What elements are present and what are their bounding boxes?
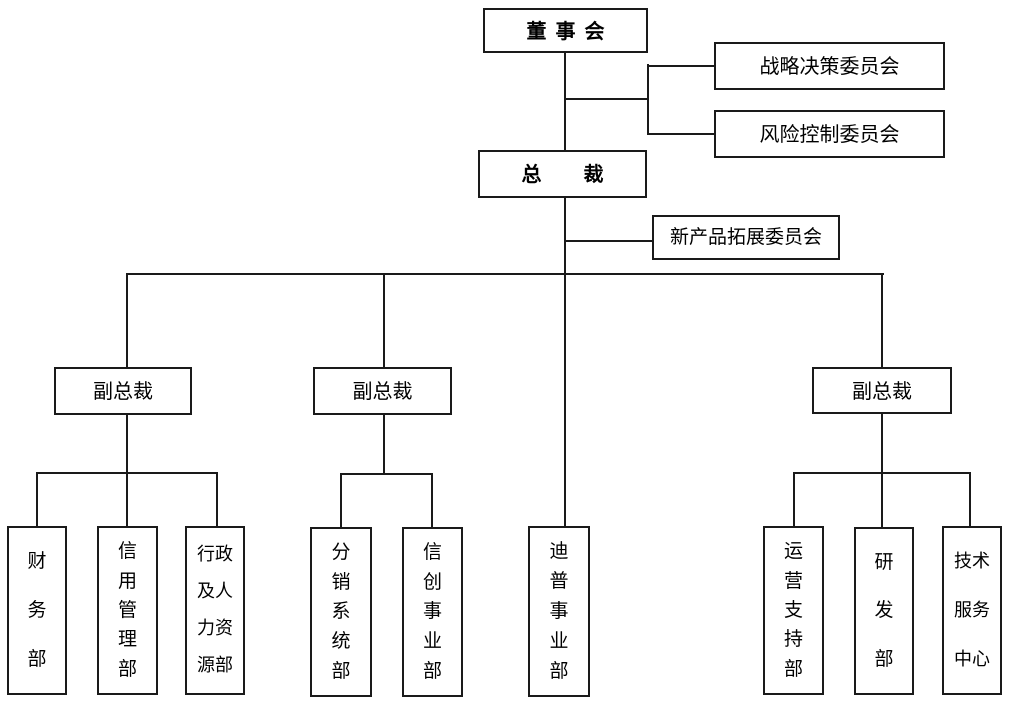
vertical-label-row: 分 <box>331 541 351 564</box>
node-finance: 财务部 <box>7 526 67 695</box>
node-vp-middle-label: 副总裁 <box>352 379 413 403</box>
connector-line <box>36 472 38 526</box>
vertical-label-row: 部 <box>549 659 569 682</box>
connector-line <box>647 133 714 135</box>
connector-line <box>881 414 883 473</box>
connector-line <box>647 64 649 135</box>
node-dipu-business: 迪普事业部 <box>528 526 590 697</box>
vertical-label-row: 技术 <box>954 550 990 572</box>
connector-line <box>340 473 433 475</box>
node-tech-service-center: 技术服务中心 <box>942 526 1002 695</box>
connector-line <box>126 472 128 526</box>
node-risk-committee-label: 风险控制委员会 <box>759 122 900 146</box>
vertical-label-row: 源部 <box>197 654 233 676</box>
node-new-product-committee: 新产品拓展委员会 <box>652 215 840 260</box>
node-admin-hr: 行政及人力资源部 <box>185 526 245 695</box>
node-vp-left: 副总裁 <box>54 367 192 415</box>
node-vp-left-label: 副总裁 <box>93 379 153 403</box>
node-president: 总裁 <box>478 150 647 198</box>
node-board-label: 董事会 <box>526 18 614 43</box>
node-strategic-committee-label: 战略决策委员会 <box>759 54 900 78</box>
vertical-label-row: 信 <box>117 540 137 563</box>
connector-line <box>126 273 128 367</box>
connector-line <box>647 65 714 67</box>
vertical-label-row: 发 <box>874 599 894 622</box>
node-distribution-system: 分销系统部 <box>310 527 372 697</box>
vertical-label-row: 统 <box>331 630 351 653</box>
connector-line <box>564 98 648 100</box>
connector-line <box>340 473 342 527</box>
vertical-label-row: 部 <box>117 657 137 680</box>
vertical-label-row: 迪 <box>549 540 569 563</box>
vertical-label-row: 运 <box>783 540 803 563</box>
node-operations-support: 运营支持部 <box>763 526 824 695</box>
vertical-label-row: 理 <box>117 628 137 651</box>
vertical-label-row: 用 <box>117 569 137 592</box>
vertical-label-row: 普 <box>549 570 569 593</box>
vertical-label-row: 事 <box>422 600 442 623</box>
connector-line <box>564 196 566 526</box>
connector-line <box>969 472 971 526</box>
vertical-label-row: 部 <box>331 659 351 682</box>
vertical-label-row: 创 <box>422 570 442 593</box>
node-vp-right: 副总裁 <box>812 367 952 414</box>
node-risk-committee: 风险控制委员会 <box>714 110 945 158</box>
vertical-label-row: 部 <box>783 657 803 680</box>
vertical-label-row: 支 <box>783 598 803 621</box>
node-president-label: 总裁 <box>521 162 646 186</box>
vertical-label-row: 事 <box>549 599 569 622</box>
vertical-label-row: 务 <box>27 599 47 621</box>
vertical-label-row: 业 <box>549 629 569 652</box>
connector-line <box>881 472 883 527</box>
connector-line <box>564 240 652 242</box>
vertical-label-row: 研 <box>874 550 894 573</box>
vertical-label-row: 中心 <box>954 648 990 670</box>
connector-line <box>126 273 884 275</box>
node-new-product-committee-label: 新产品拓展委员会 <box>669 226 822 248</box>
vertical-label-row: 业 <box>422 630 442 653</box>
vertical-label-row: 部 <box>422 659 442 682</box>
node-rnd: 研发部 <box>854 527 914 695</box>
vertical-label-row: 部 <box>27 648 47 670</box>
vertical-label-row: 力资 <box>197 617 233 639</box>
vertical-label-row: 行政 <box>197 544 233 566</box>
node-board: 董事会 <box>483 8 648 53</box>
vertical-label-row: 持 <box>783 628 803 651</box>
vertical-label-row: 财 <box>27 550 47 572</box>
vertical-label-row: 服务 <box>954 599 990 621</box>
vertical-label-row: 系 <box>331 600 351 623</box>
node-xinchuang-business: 信创事业部 <box>402 527 463 697</box>
node-vp-middle: 副总裁 <box>313 367 452 415</box>
connector-line <box>881 273 883 367</box>
connector-line <box>383 273 385 367</box>
vertical-label-row: 营 <box>783 569 803 592</box>
connector-line <box>383 415 385 474</box>
node-credit-management: 信用管理部 <box>97 526 158 695</box>
connector-line <box>793 472 795 526</box>
node-strategic-committee: 战略决策委员会 <box>714 42 945 90</box>
vertical-label-row: 管 <box>117 598 137 621</box>
connector-line <box>126 415 128 473</box>
connector-line <box>431 473 433 527</box>
node-vp-right-label: 副总裁 <box>852 378 912 403</box>
connector-line <box>564 53 566 150</box>
vertical-label-row: 及人 <box>197 581 233 603</box>
vertical-label-row: 销 <box>331 570 351 593</box>
vertical-label-row: 部 <box>874 648 894 671</box>
vertical-label-row: 信 <box>422 541 442 564</box>
connector-line <box>216 472 218 526</box>
